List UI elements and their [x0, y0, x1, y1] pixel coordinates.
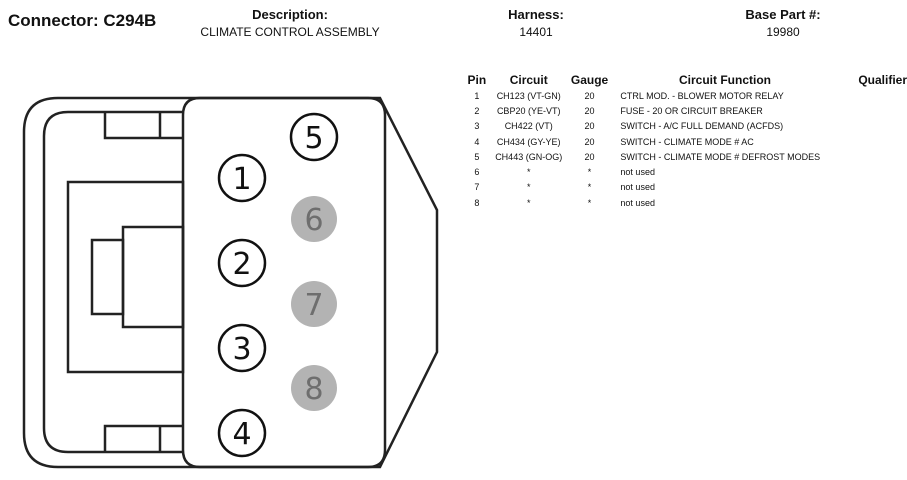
pin-layer: 1 2 3 4 5 6 7 8: [217, 112, 339, 458]
pin-1-circle: [217, 153, 267, 203]
column-header-pin: Pin: [467, 73, 487, 87]
circuit-cell: CH123 (VT-GN): [496, 90, 561, 101]
gauge-cell: 20: [584, 136, 595, 147]
circuit-function-cell: SWITCH - CLIMATE MODE # DEFROST MODES: [620, 151, 821, 162]
pin-cavity-body: [181, 96, 387, 469]
column-header-gauge: Gauge: [570, 73, 609, 87]
pin-8: 8: [291, 365, 337, 411]
gauge-cell: *: [587, 182, 592, 193]
pin-2-circle: [217, 238, 267, 288]
circuit-cell: CBP20 (YE-VT): [496, 105, 561, 116]
table-row: 6 * * not used: [463, 164, 907, 179]
column-header-circuit: Circuit: [509, 73, 548, 87]
gauge-cell: *: [587, 197, 592, 208]
pin-2: 2: [217, 238, 267, 288]
description-value: CLIMATE CONTROL ASSEMBLY: [200, 25, 380, 39]
table-row: 1 CH123 (VT-GN) 20 CTRL MOD. - BLOWER MOTOR…: [463, 88, 907, 103]
gauge-cell: 20: [584, 151, 595, 162]
pin-8-circle: [291, 365, 337, 411]
table-row: 2 CBP20 (YE-VT) 20 FUSE - 20 OR CIRCUIT BRE…: [463, 103, 907, 118]
pin-8-label: 8: [304, 372, 323, 407]
description-label: Description:: [252, 7, 328, 22]
base-part-label: Base Part #:: [745, 7, 821, 22]
table-row: 7 * * not used: [463, 180, 907, 195]
top-rib: [103, 112, 183, 140]
table-row: 4 CH434 (GY-YE) 20 SWITCH - CLIMATE MODE # …: [463, 134, 907, 149]
harness-value: 14401: [519, 25, 553, 39]
pin-table: Pin Circuit Gauge Circuit Function Quali…: [463, 72, 907, 210]
pin-3-circle: [217, 323, 267, 373]
gauge-cell: *: [587, 167, 592, 178]
gauge-cell: 20: [584, 105, 595, 116]
pin-2-label: 2: [232, 247, 251, 282]
connector-outline: [22, 96, 439, 469]
circuit-cell: *: [526, 167, 531, 178]
table-row: 8 * * not used: [463, 195, 907, 210]
latch-body: [121, 225, 185, 329]
base-part-value: 19980: [766, 25, 800, 39]
column-header-circuit-function: Circuit Function: [678, 73, 771, 87]
circuit-function-cell: SWITCH - CLIMATE MODE # AC: [620, 136, 754, 147]
circuit-function-cell: not used: [620, 167, 655, 178]
table-header-row: Pin Circuit Gauge Circuit Function Quali…: [463, 72, 907, 88]
connector-title: Connector: C294B: [8, 11, 157, 30]
pin-7-label: 7: [304, 288, 323, 323]
locking-tab-frame: [66, 180, 185, 374]
circuit-cell: CH422 (VT): [504, 121, 553, 132]
bottom-rib: [103, 424, 183, 452]
pin-6-circle: [291, 196, 337, 242]
table-row: 3 CH422 (VT) 20 SWITCH - A/C FULL DEMAND (A…: [463, 119, 907, 134]
pin-cell: 2: [474, 105, 480, 116]
pin-4: 4: [217, 408, 267, 458]
pin-5: 5: [289, 112, 339, 162]
pin-7-circle: [291, 281, 337, 327]
circuit-function-cell: not used: [620, 182, 655, 193]
pin-cell: 7: [474, 182, 480, 193]
circuit-function-cell: SWITCH - A/C FULL DEMAND (ACFDS): [620, 121, 784, 132]
pin-1: 1: [217, 153, 267, 203]
gauge-cell: 20: [584, 121, 595, 132]
table-row: 5 CH443 (GN-OG) 20 SWITCH - CLIMATE MODE # …: [463, 149, 907, 164]
circuit-function-cell: CTRL MOD. - BLOWER MOTOR RELAY: [620, 90, 784, 101]
pin-cell: 4: [474, 136, 480, 147]
latch-button: [90, 238, 125, 316]
pin-6: 6: [291, 196, 337, 242]
circuit-cell: CH443 (GN-OG): [495, 151, 563, 162]
harness-label: Harness:: [508, 7, 564, 22]
pin-5-label: 5: [304, 121, 323, 156]
circuit-function-cell: not used: [620, 197, 655, 208]
pin-3: 3: [217, 323, 267, 373]
pin-cell: 5: [474, 151, 480, 162]
circuit-cell: CH434 (GY-YE): [496, 136, 561, 147]
pin-1-label: 1: [232, 162, 251, 197]
pin-cell: 8: [474, 197, 480, 208]
circuit-function-cell: FUSE - 20 OR CIRCUIT BREAKER: [620, 105, 763, 116]
pin-3-label: 3: [232, 332, 251, 367]
circuit-cell: *: [526, 182, 531, 193]
pin-7: 7: [291, 281, 337, 327]
gauge-cell: 20: [584, 90, 595, 101]
pin-cell: 6: [474, 167, 480, 178]
pin-cell: 1: [474, 90, 480, 101]
pin-6-label: 6: [304, 203, 323, 238]
pin-4-circle: [217, 408, 267, 458]
column-header-qualifier: Qualifier: [858, 73, 907, 87]
pin-5-circle: [289, 112, 339, 162]
pin-cell: 3: [474, 121, 480, 132]
circuit-cell: *: [526, 197, 531, 208]
connector-inner-wall: [42, 110, 183, 454]
pin-4-label: 4: [232, 417, 251, 452]
pin-table-body: 1 CH123 (VT-GN) 20 CTRL MOD. - BLOWER MOTOR…: [463, 88, 907, 210]
